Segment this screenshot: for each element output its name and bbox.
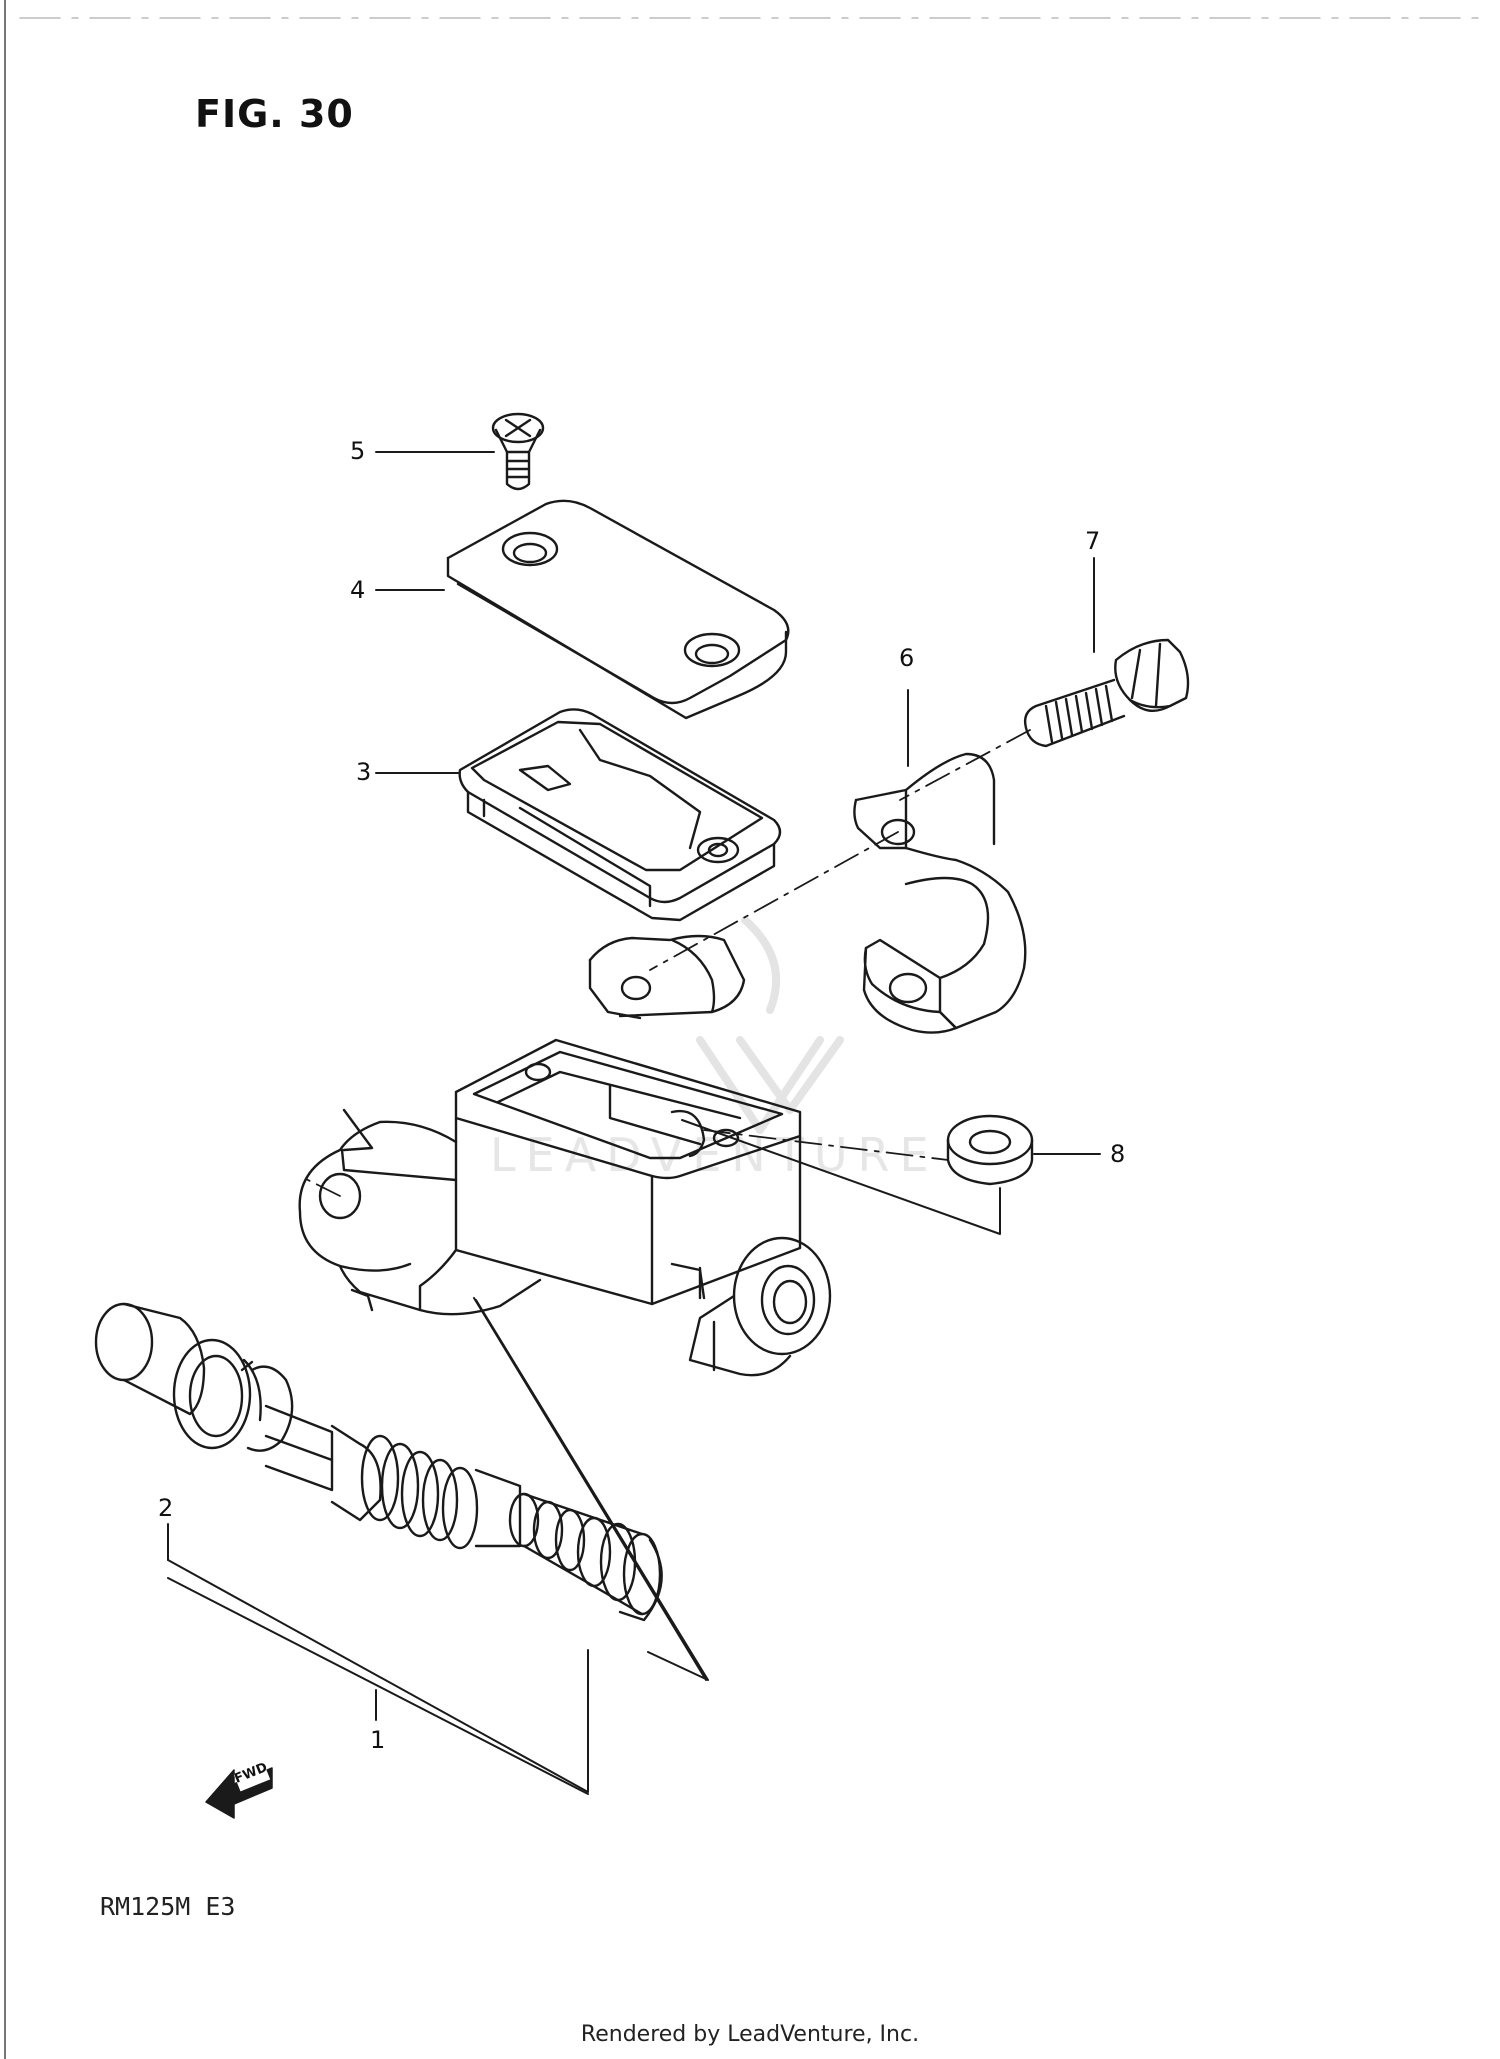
part-6-clamp: [853, 752, 1027, 1034]
bracket-part-1: [167, 1559, 589, 1793]
callout-3: 3: [356, 758, 372, 786]
centerlines: [299, 729, 1031, 1197]
bracket-body-to-piston: [473, 1297, 709, 1681]
watermark-logo: [696, 916, 844, 1134]
part-1-master-cylinder-body: [298, 934, 832, 1377]
part-4-cover: [446, 499, 790, 720]
bracket-lines: [167, 1119, 1001, 1795]
callout-8: 8: [1110, 1140, 1126, 1168]
callout-7: 7: [1085, 527, 1101, 555]
part-8-cap: [946, 1114, 1034, 1186]
fwd-arrow-icon: [205, 1762, 273, 1819]
callout-5: 5: [350, 437, 366, 465]
callout-2: 2: [158, 1494, 174, 1522]
watermark-text: LEADVENTURE: [490, 1128, 939, 1182]
callout-4: 4: [350, 576, 366, 604]
callout-6: 6: [899, 644, 915, 672]
render-credit: Rendered by LeadVenture, Inc.: [580, 2022, 920, 2047]
model-code: RM125M E3: [100, 1892, 236, 1921]
part-2-piston-set: [94, 1302, 663, 1622]
part-5-screw: [491, 412, 545, 491]
callout-1: 1: [370, 1726, 386, 1754]
bracket-part-8: [681, 1119, 1001, 1235]
part-7-bolt: [1023, 638, 1190, 748]
figure-title: FIG. 30: [195, 92, 354, 136]
leader-lines: [167, 451, 1101, 1721]
part-3-diaphragm: [458, 708, 782, 922]
